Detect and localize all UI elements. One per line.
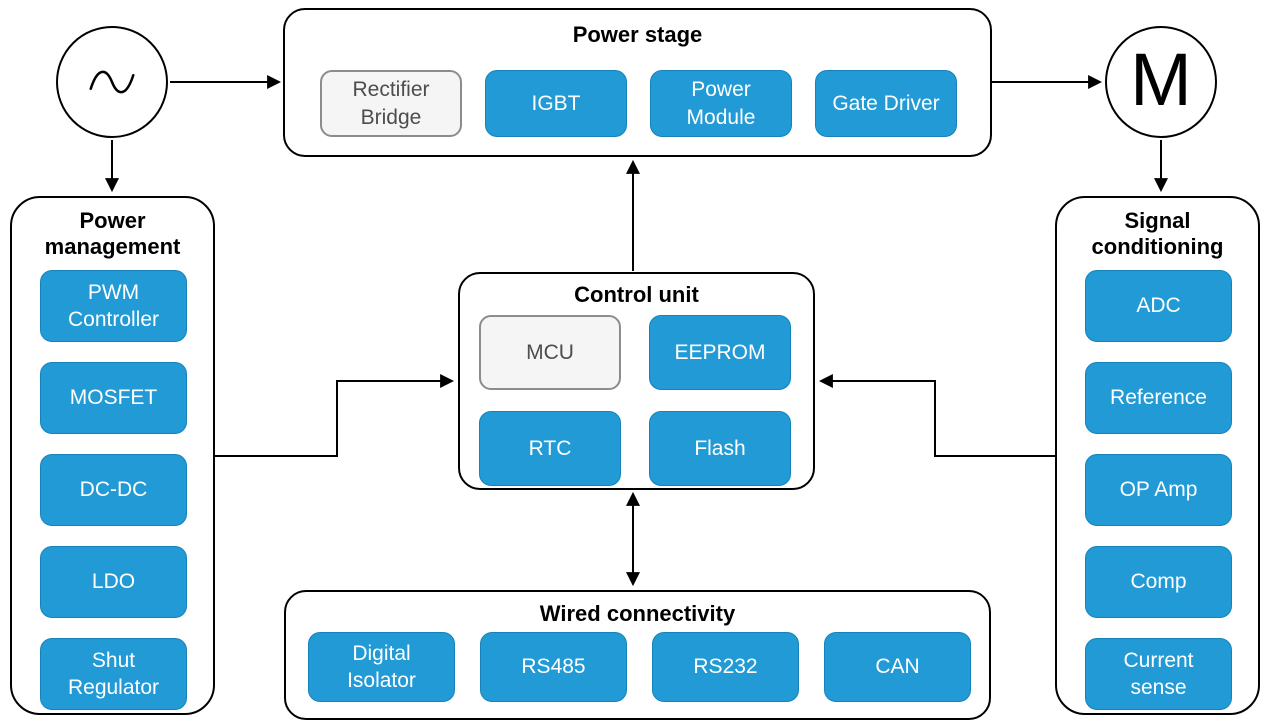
group-title: Power management	[44, 208, 181, 259]
motor-node: M	[1105, 26, 1217, 138]
chip-label: RTC	[528, 436, 572, 460]
chip-label: Power Module	[686, 78, 756, 129]
chip-label: Gate Driver	[832, 91, 940, 115]
chip-gate-driver: Gate Driver	[815, 70, 957, 137]
chip-label: MOSFET	[69, 386, 158, 410]
chip-rtc: RTC	[479, 411, 621, 486]
group-wired-connectivity: Wired connectivity Digital Isolator RS48…	[284, 590, 991, 720]
chip-current-sense: Current sense	[1085, 638, 1232, 710]
chip-pwm-controller: PWM Controller	[40, 270, 187, 342]
chip-label: Shut Regulator	[67, 648, 160, 699]
chip-ldo: LDO	[40, 546, 187, 618]
group-control-unit: Control unit MCU EEPROM RTC Flash	[458, 272, 815, 490]
chip-rs232: RS232	[652, 632, 799, 702]
ac-source-node	[56, 26, 168, 138]
chip-comp: Comp	[1085, 546, 1232, 618]
chip-rectifier-bridge: Rectifier Bridge	[320, 70, 462, 137]
arrow-power-management-to-control-unit	[215, 374, 455, 457]
chip-adc: ADC	[1085, 270, 1232, 342]
chip-label: Digital Isolator	[347, 641, 416, 692]
chip-op-amp: OP Amp	[1085, 454, 1232, 526]
chip-rs485: RS485	[480, 632, 627, 702]
chip-can: CAN	[824, 632, 971, 702]
chip-dc-dc: DC-DC	[40, 454, 187, 526]
chip-flash: Flash	[649, 411, 791, 486]
chip-label: MCU	[526, 340, 574, 364]
chip-shut-regulator: Shut Regulator	[40, 638, 187, 710]
group-title: Signal conditioning	[1091, 208, 1224, 259]
chip-label: EEPROM	[674, 340, 766, 364]
chip-label: CAN	[875, 655, 920, 679]
chip-reference: Reference	[1085, 362, 1232, 434]
chip-label: Current sense	[1123, 648, 1194, 699]
chip-label: Reference	[1110, 386, 1207, 410]
chip-power-module: Power Module	[650, 70, 792, 137]
group-power-stage: Power stage Rectifier Bridge IGBT Power …	[283, 8, 992, 157]
chip-eeprom: EEPROM	[649, 315, 791, 390]
group-title: Wired connectivity	[539, 601, 736, 626]
arrow-signal-conditioning-to-control-unit	[818, 374, 1055, 457]
group-title: Control unit	[574, 282, 699, 307]
chip-label: Flash	[694, 436, 746, 460]
chip-mosfet: MOSFET	[40, 362, 187, 434]
motor-label: M	[1130, 38, 1192, 121]
chip-digital-isolator: Digital Isolator	[308, 632, 455, 702]
chip-igbt: IGBT	[485, 70, 627, 137]
chip-label: OP Amp	[1119, 478, 1198, 502]
chip-label: Rectifier Bridge	[352, 78, 430, 129]
chip-label: RS485	[521, 655, 586, 679]
chip-label: IGBT	[531, 91, 581, 115]
chip-label: LDO	[91, 570, 136, 594]
group-power-management: Power management PWM Controller MOSFET D…	[10, 196, 215, 715]
chip-label: PWM Controller	[67, 280, 160, 331]
chip-label: ADC	[1136, 294, 1181, 318]
sine-wave-icon	[89, 70, 135, 94]
group-title: Power stage	[572, 22, 703, 47]
chip-label: RS232	[693, 655, 758, 679]
chip-label: DC-DC	[79, 478, 148, 502]
chip-mcu: MCU	[479, 315, 621, 390]
group-signal-conditioning: Signal conditioning ADC Reference OP Amp…	[1055, 196, 1260, 715]
chip-label: Comp	[1130, 570, 1187, 594]
